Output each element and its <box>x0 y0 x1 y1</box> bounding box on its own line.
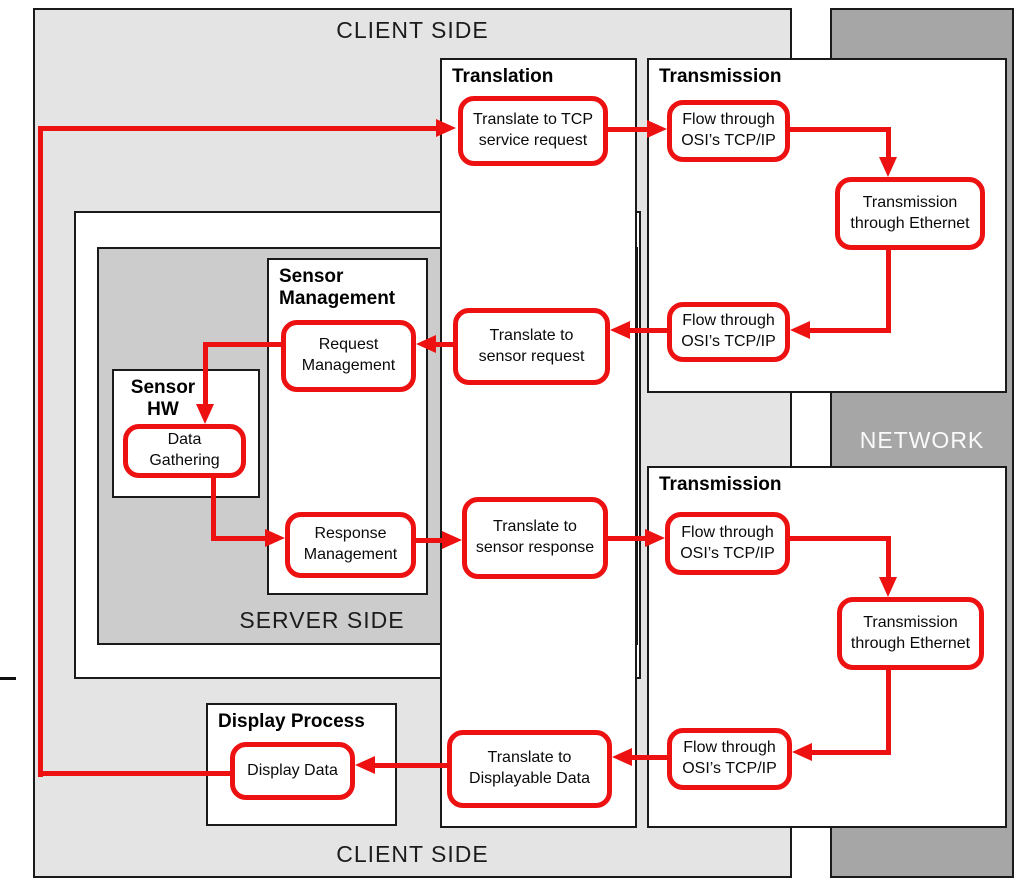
arrow-gathering-to-response-h <box>211 536 265 541</box>
arrow-request-to-gathering-h <box>203 342 281 347</box>
arrowhead-into-flow-up-out <box>647 120 667 138</box>
arrowhead-into-ethernet-down <box>879 577 897 597</box>
arrowhead-into-response-management <box>265 529 285 547</box>
arrow-ethernet-to-flow-h <box>810 328 891 333</box>
arrowhead-into-flow-down-in <box>792 743 812 761</box>
arrow-request-to-gathering-v <box>203 342 208 404</box>
left-edge-line-artifact <box>0 677 16 680</box>
node-translate-displayable: Translate to Displayable Data <box>447 730 612 808</box>
node-flow-osi-up-out-label: Flow through OSI’s TCP/IP <box>681 111 776 149</box>
display-process-title: Display Process <box>218 711 365 732</box>
arrow-flow-to-translate-sensor <box>630 328 667 333</box>
loop-line-top <box>38 126 436 131</box>
arrow-translate-to-display-data <box>375 763 447 768</box>
arrowhead-into-flow-up-in <box>790 321 810 339</box>
arrow-translate-to-request-mgmt <box>436 342 453 347</box>
arrow-flow-to-ethernet-v <box>886 127 891 157</box>
client-side-label-top: CLIENT SIDE <box>336 17 489 43</box>
arrow-gathering-to-response-v <box>211 478 216 538</box>
arrowhead-into-translate-tcp <box>436 119 456 137</box>
arrowhead-into-display-data <box>355 756 375 774</box>
arrow-translate-tcp-to-flow <box>608 127 647 132</box>
loop-line-left <box>38 126 43 777</box>
node-translate-displayable-label: Translate to Displayable Data <box>469 749 590 787</box>
node-request-management-label: Request Management <box>301 336 396 374</box>
arrowhead-into-translate-displayable <box>612 748 632 766</box>
translation-box: Translation <box>440 58 637 828</box>
node-ethernet-up-label: Transmission through Ethernet <box>850 193 970 232</box>
transmission-bottom-title: Transmission <box>659 474 782 495</box>
node-translate-sensor-request-label: Translate to sensor request <box>478 326 585 365</box>
arrowhead-into-translate-sensor-request <box>610 321 630 339</box>
node-response-management: Response Management <box>285 512 416 578</box>
loop-line-bottom <box>38 771 230 776</box>
node-flow-osi-up-out: Flow through OSI’s TCP/IP <box>667 100 790 162</box>
node-request-management: Request Management <box>281 320 416 392</box>
translation-title: Translation <box>452 66 554 87</box>
node-data-gathering: Data Gathering <box>123 424 246 478</box>
arrowhead-into-data-gathering <box>196 404 214 424</box>
node-flow-osi-down-out-label: Flow through OSI’s TCP/IP <box>680 523 775 562</box>
node-ethernet-down-label: Transmission through Ethernet <box>850 613 971 652</box>
arrowhead-into-request-management <box>416 335 436 353</box>
node-translate-tcp-request-label: Translate to TCP service request <box>472 111 594 149</box>
node-display-data: Display Data <box>230 742 355 800</box>
node-ethernet-up: Transmission through Ethernet <box>835 177 985 250</box>
node-response-management-label: Response Management <box>303 525 398 563</box>
arrowhead-into-flow-down-out <box>645 529 665 547</box>
arrow-response-to-translate <box>416 538 442 543</box>
arrow-flow-to-ethernet2-v <box>886 536 891 577</box>
arrow-ethernet2-to-flow-v <box>886 670 891 752</box>
client-side-label-bottom: CLIENT SIDE <box>336 841 489 867</box>
node-translate-tcp-request: Translate to TCP service request <box>458 96 608 166</box>
node-flow-osi-up-in-label: Flow through OSI’s TCP/IP <box>681 312 776 350</box>
transmission-top-title: Transmission <box>659 66 782 87</box>
node-display-data-label: Display Data <box>247 761 338 779</box>
arrow-ethernet2-to-flow-h <box>812 750 891 755</box>
sensor-management-title: Sensor Management <box>279 266 396 309</box>
server-side-label: SERVER SIDE <box>239 607 405 633</box>
node-flow-osi-down-out: Flow through OSI’s TCP/IP <box>665 512 790 575</box>
arrow-ethernet-to-flow-v <box>886 250 891 330</box>
arrow-flow-to-translate-displayable <box>632 755 667 760</box>
node-ethernet-down: Transmission through Ethernet <box>837 597 984 670</box>
node-translate-sensor-request: Translate to sensor request <box>453 308 610 385</box>
node-data-gathering-label: Data Gathering <box>149 431 220 469</box>
network-label: NETWORK <box>859 427 985 453</box>
node-flow-osi-up-in: Flow through OSI’s TCP/IP <box>667 302 790 362</box>
node-flow-osi-down-in: Flow through OSI’s TCP/IP <box>667 728 792 790</box>
node-flow-osi-down-in-label: Flow through OSI’s TCP/IP <box>682 739 777 777</box>
arrowhead-into-ethernet-up <box>879 157 897 177</box>
node-translate-sensor-response: Translate to sensor response <box>462 497 608 579</box>
node-translate-sensor-response-label: Translate to sensor response <box>475 518 595 556</box>
arrow-flow-to-ethernet2-h <box>790 536 891 541</box>
arrow-translate-to-flow-down <box>608 536 645 541</box>
sensor-hw-title: Sensor HW <box>130 377 196 420</box>
arrow-flow-to-ethernet-h <box>790 127 891 132</box>
arrowhead-into-translate-sensor-response <box>442 531 462 549</box>
